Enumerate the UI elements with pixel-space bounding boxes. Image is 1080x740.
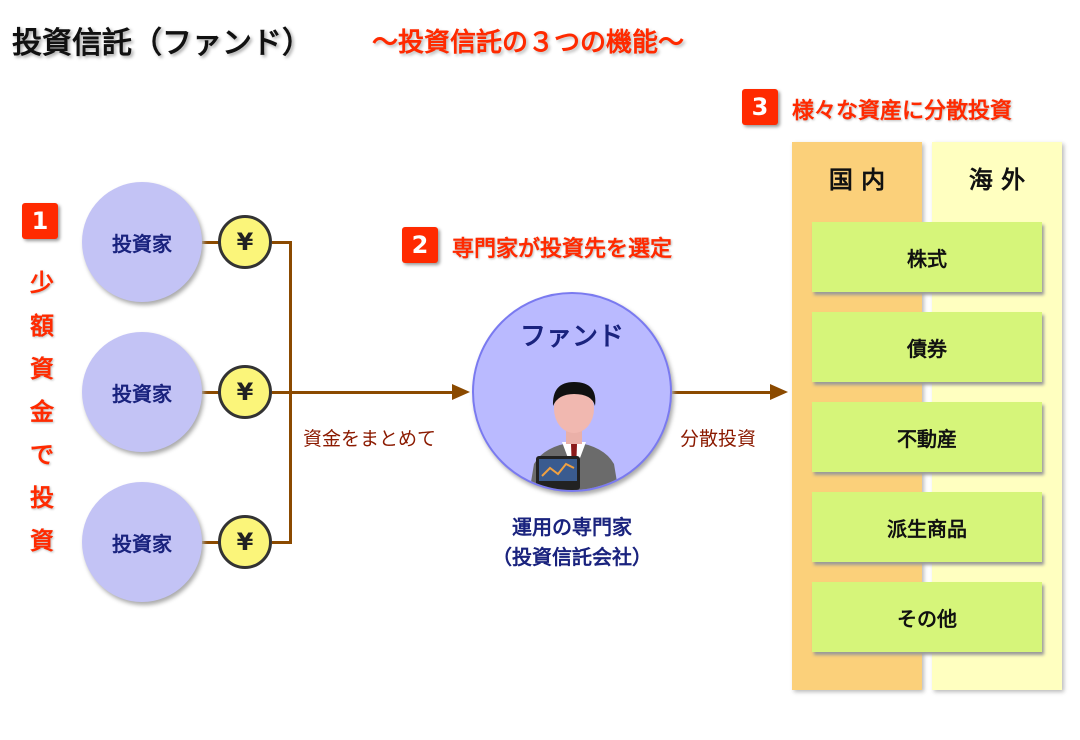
- pool-label: 資金をまとめて: [303, 428, 437, 450]
- pool-arrow: [272, 391, 454, 394]
- connector: [272, 241, 292, 244]
- feature-2-badge: 2: [402, 227, 438, 263]
- fund-caption-line1: 運用の専門家: [512, 515, 632, 539]
- fund-manager-icon: [529, 382, 619, 490]
- investor-1: 投資家: [82, 182, 202, 302]
- fund-caption-line2: （投資信託会社）: [492, 545, 652, 569]
- connector: [200, 541, 220, 544]
- fund-caption: 運用の専門家 （投資信託会社）: [472, 512, 672, 572]
- feature-3-text: 様々な資産に分散投資: [792, 99, 1013, 124]
- fund-circle: ファンド: [472, 292, 672, 492]
- asset-derivatives: 派生商品: [812, 492, 1042, 562]
- feature-2-text: 専門家が投資先を選定: [452, 237, 673, 262]
- yen-coin-icon: ¥: [218, 515, 272, 569]
- asset-real-estate: 不動産: [812, 402, 1042, 472]
- yen-coin-icon: ¥: [218, 365, 272, 419]
- fund-label: ファンド: [519, 322, 624, 352]
- asset-bonds: 債券: [812, 312, 1042, 382]
- connector: [200, 391, 220, 394]
- arrow-head-icon: [452, 384, 470, 400]
- arrow-head-icon: [770, 384, 788, 400]
- connector: [272, 541, 292, 544]
- domestic-header: 国 内: [828, 166, 886, 194]
- invest-label: 分散投資: [680, 428, 757, 450]
- foreign-header: 海 外: [968, 166, 1026, 194]
- asset-other: その他: [812, 582, 1042, 652]
- feature-1-text: 少額資金で投資: [30, 269, 54, 555]
- investor-3: 投資家: [82, 482, 202, 602]
- invest-arrow: [672, 391, 772, 394]
- yen-coin-icon: ¥: [218, 215, 272, 269]
- investor-2: 投資家: [82, 332, 202, 452]
- asset-stocks: 株式: [812, 222, 1042, 292]
- connector: [200, 241, 220, 244]
- feature-1-badge: 1: [22, 203, 58, 239]
- page-subtitle: 〜投資信託の３つの機能〜: [372, 28, 685, 58]
- page-title: 投資信託（ファンド）: [12, 26, 312, 61]
- feature-3-badge: 3: [742, 89, 778, 125]
